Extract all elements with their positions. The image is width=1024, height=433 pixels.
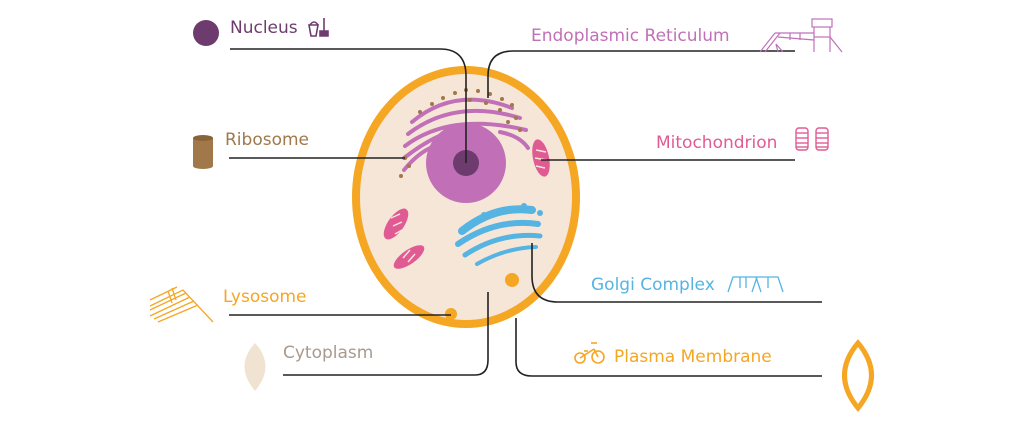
roof-ramp-icon xyxy=(149,286,214,323)
nucleus-label: Nucleus xyxy=(230,18,298,38)
nucleus-connector xyxy=(230,48,467,163)
golgi-complex-shape xyxy=(455,203,543,266)
lysosome-label: Lysosome xyxy=(223,287,307,307)
mitochondrion-label: Mitochondrion xyxy=(656,133,777,153)
lysosome-shape-2 xyxy=(445,308,457,320)
swing-frames-icon xyxy=(727,276,784,293)
er-label: Endoplasmic Reticulum xyxy=(531,26,730,46)
ribosome-dots xyxy=(399,88,522,178)
tricycle-icon xyxy=(574,342,605,364)
brown-cylinder-icon xyxy=(193,135,213,169)
springs-icon xyxy=(795,127,829,151)
er-connector xyxy=(487,50,795,98)
ribosome-label: Ribosome xyxy=(225,130,309,150)
orange-lens-outline-icon xyxy=(842,339,874,412)
playground-structure-icon xyxy=(759,18,843,53)
membrane-connector xyxy=(515,318,822,377)
bucket-rake-icon xyxy=(308,18,329,37)
beige-lens-icon xyxy=(244,343,266,391)
lysosome-shape xyxy=(505,273,519,287)
connector-lines xyxy=(229,48,822,377)
membrane-label: Plasma Membrane xyxy=(614,347,772,367)
cytoplasm-connector xyxy=(283,292,489,376)
cytoplasm-label: Cytoplasm xyxy=(283,343,373,363)
golgi-label: Golgi Complex xyxy=(591,275,715,295)
mitochondrion-shape xyxy=(383,139,550,269)
golgi-connector xyxy=(531,243,822,303)
nucleus-legend-icon xyxy=(193,20,219,46)
